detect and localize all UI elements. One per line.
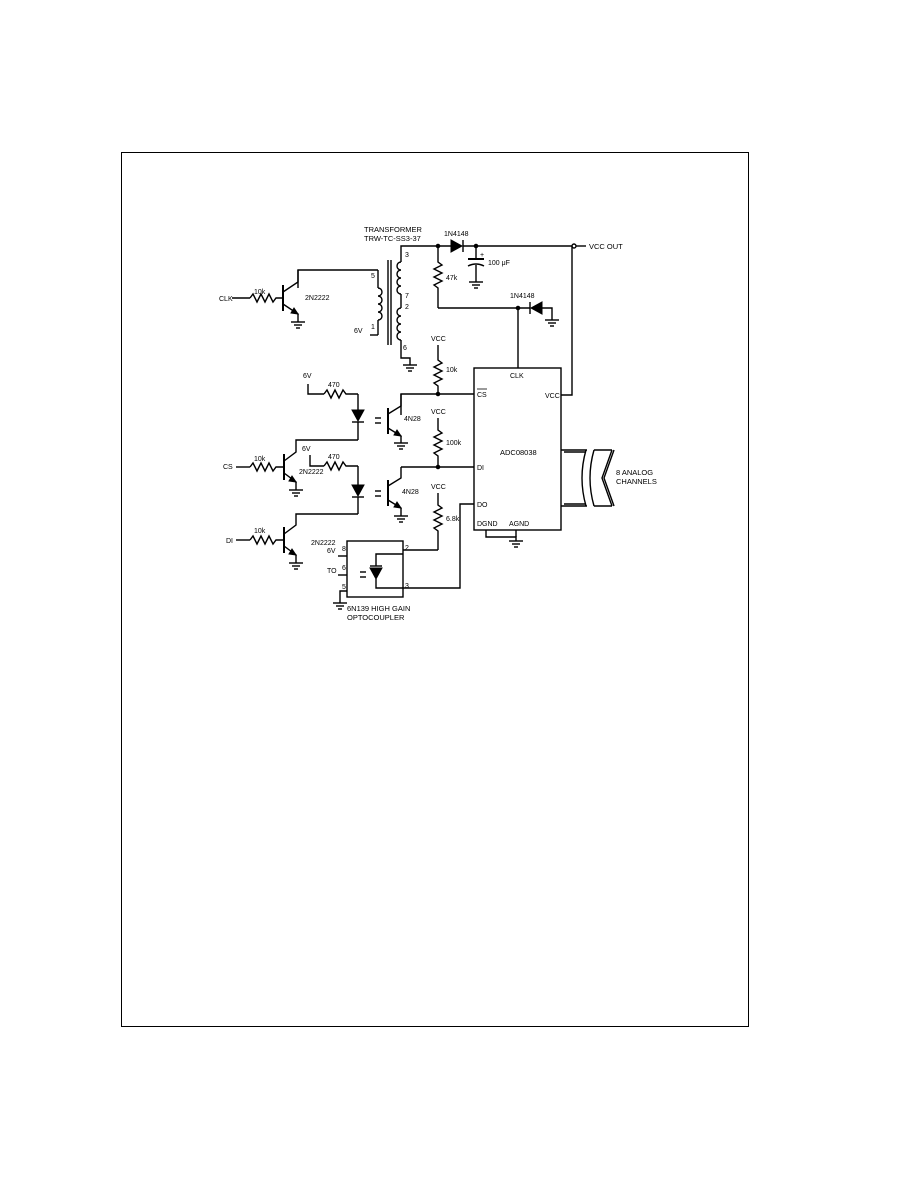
- diode-top-label: 1N4148: [444, 231, 469, 238]
- hg-6v-label: 6V: [327, 548, 336, 555]
- transformer-label-1: TRANSFORMER: [364, 225, 423, 234]
- cs-input-label: CS: [223, 464, 233, 471]
- hg-pin-8: 8: [342, 546, 346, 553]
- resistor-10k-di-label: 10k: [254, 528, 266, 535]
- hg-pin-3: 3: [405, 583, 409, 590]
- opto2-label: 4N28: [402, 489, 419, 496]
- secondary-coil-upper: [396, 261, 402, 295]
- six-v-label-3: 6V: [302, 446, 311, 453]
- ground-symbol: [394, 515, 408, 523]
- vcc-label-1: VCC: [431, 336, 446, 343]
- ground-symbol: [403, 364, 417, 372]
- adc-pin-vcc: VCC: [545, 393, 560, 400]
- transformer-label-2: TRW-TC-SS3-37: [364, 234, 421, 243]
- adc-chip-label: ADC08038: [500, 448, 537, 457]
- resistor-10k-cs: [249, 461, 283, 473]
- capacitor-label: 100 μF: [488, 260, 510, 267]
- transistor-clk-label: 2N2222: [305, 295, 330, 302]
- pin-7-label: 7: [405, 293, 409, 300]
- resistor-470-cs-label: 470: [328, 382, 340, 389]
- pin-6-label: 6: [403, 345, 407, 352]
- resistor-10k-di: [249, 534, 283, 546]
- hg-pin-6: 6: [342, 565, 346, 572]
- optocoupler-label-2: OPTOCOUPLER: [347, 613, 405, 622]
- adc-pin-clk: CLK: [510, 373, 524, 380]
- ground-symbol: [469, 281, 483, 289]
- diode-1n4148-right: [529, 301, 543, 315]
- resistor-470-cs: [323, 388, 358, 400]
- transformer: [377, 260, 402, 352]
- clk-input-label: CLK: [219, 296, 233, 303]
- resistor-6-8k-label: 6.8k: [446, 516, 460, 523]
- ground-symbol: [545, 319, 559, 327]
- adc-pin-cs: CS: [477, 392, 487, 399]
- diode-right-label: 1N4148: [510, 293, 535, 300]
- transistor-di-label: 2N2222: [311, 540, 336, 547]
- opto1-label: 4N28: [404, 416, 421, 423]
- hg-pin-2: 2: [405, 545, 409, 552]
- vcc-label-2: VCC: [431, 409, 446, 416]
- ground-symbol: [394, 442, 408, 450]
- resistor-10k-clk-label: 10k: [254, 289, 266, 296]
- resistor-10k-cs-label: 10k: [254, 456, 266, 463]
- vcc-label-3: VCC: [431, 484, 446, 491]
- pin-1-label: 1: [371, 324, 375, 331]
- svg-text:+: +: [480, 252, 484, 259]
- led-opto1: [351, 409, 365, 423]
- primary-coil: [377, 287, 383, 321]
- ground-symbol: [289, 489, 303, 497]
- adc-pin-agnd: AGND: [509, 521, 529, 528]
- clk-input: [232, 270, 300, 322]
- adc-pin-do: DO: [477, 502, 488, 509]
- phototransistor-opto2: [375, 467, 403, 516]
- resistor-470-di: [323, 460, 358, 472]
- resistor-470-di-label: 470: [328, 454, 340, 461]
- optocoupler-6n139: [346, 540, 404, 598]
- transistor-cs-label: 2N2222: [299, 469, 324, 476]
- six-v-label-2: 6V: [303, 373, 312, 380]
- hg-pin-5: 5: [342, 584, 346, 591]
- adc-pin-dgnd: DGND: [477, 521, 498, 528]
- capacitor-100uf: +: [467, 246, 485, 282]
- resistor-10k-clk: [249, 292, 282, 304]
- transistor-2n2222-cs: [283, 439, 358, 490]
- diode-1n4148-top: [450, 239, 464, 253]
- transistor-2n2222-di: [283, 513, 358, 563]
- ground-symbol: [333, 602, 347, 610]
- analog-channel-bus: [561, 449, 615, 507]
- ground-symbol: [291, 321, 305, 329]
- di-input-label: DI: [226, 538, 233, 545]
- pin-2-label: 2: [405, 304, 409, 311]
- resistor-47k-label: 47k: [446, 275, 458, 282]
- hg-to-label: TO: [327, 568, 337, 575]
- photodiode-6n139: [360, 553, 403, 589]
- ground-symbol: [509, 540, 523, 548]
- ground-symbol: [289, 562, 303, 570]
- vcc-out-label: VCC OUT: [589, 242, 623, 251]
- resistor-100k-label: 100k: [446, 440, 462, 447]
- adc08038-chip: [473, 367, 562, 531]
- analog-channels-label-1: 8 ANALOG: [616, 468, 653, 477]
- adc-pin-di: DI: [477, 465, 484, 472]
- secondary-coil-lower: [396, 307, 402, 341]
- led-opto2: [351, 484, 365, 498]
- figure-frame: [121, 152, 749, 1027]
- six-v-label: 6V: [354, 328, 363, 335]
- pin-3-label: 3: [405, 252, 409, 259]
- optocoupler-label-1: 6N139 HIGH GAIN: [347, 604, 410, 613]
- pin-5-label: 5: [371, 273, 375, 280]
- resistor-10k-cs-pullup-label: 10k: [446, 367, 458, 374]
- analog-channels-label-2: CHANNELS: [616, 477, 657, 486]
- phototransistor-opto1: [375, 394, 403, 443]
